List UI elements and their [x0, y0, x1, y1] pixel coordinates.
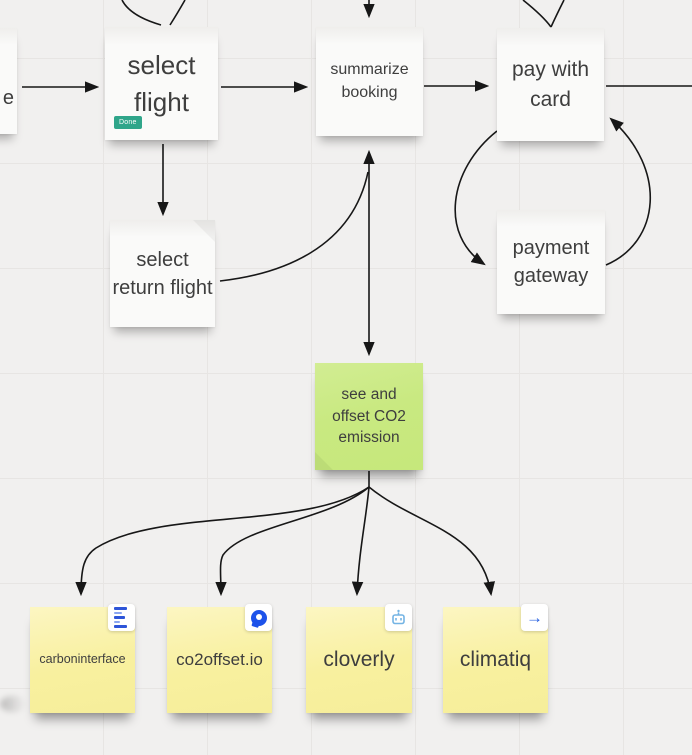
- connector-top-into-select-flight-left[interactable]: [121, 0, 162, 26]
- connector-offset-to-climatiq[interactable]: [368, 486, 495, 597]
- card-select-flight-label: select flight: [127, 50, 196, 117]
- sticky-note-offset-co2[interactable]: see and offset CO2 emission: [315, 363, 423, 470]
- sticky-note-offset-co2-label: see and offset CO2 emission: [332, 385, 406, 447]
- sticky-note-cloverly-label: cloverly: [323, 648, 395, 672]
- connector-top-into-pay-left[interactable]: [522, 0, 552, 28]
- sticky-note-climatiq-label: climatiq: [459, 648, 532, 672]
- bar-list-icon: [114, 607, 129, 628]
- connector-top-into-pay-right[interactable]: [550, 0, 565, 28]
- card-select-return-flight-label: select return flight: [112, 248, 213, 299]
- connector-offset-to-carboninterface[interactable]: [75, 486, 370, 597]
- co2offset-badge[interactable]: [245, 604, 272, 631]
- connector-gateway-to-pay[interactable]: [605, 117, 652, 266]
- card-payment-gateway[interactable]: payment gateway: [497, 210, 605, 314]
- card-summarize-booking[interactable]: summarize booking: [316, 27, 423, 136]
- cloverly-badge[interactable]: [385, 604, 412, 631]
- connector-offset-to-cloverly[interactable]: [351, 486, 370, 597]
- connector-return-flight-to-summarize[interactable]: [219, 171, 369, 282]
- done-status-tag[interactable]: Done: [114, 116, 142, 129]
- card-summarize-booking-label: summarize booking: [330, 61, 409, 101]
- connector-pay-to-gateway[interactable]: [454, 130, 498, 266]
- card-pay-with-card[interactable]: pay with card: [497, 28, 604, 141]
- card-pay-with-card-label: pay with card: [511, 58, 590, 111]
- sticky-note-cloverly[interactable]: cloverly: [306, 604, 412, 713]
- sticky-note-carboninterface-label: carboninterface: [39, 652, 126, 667]
- card-select-flight[interactable]: select flight Done: [105, 27, 218, 140]
- card-select-return-flight[interactable]: select return flight: [110, 220, 215, 327]
- connector-offset-to-co2offset[interactable]: [215, 486, 370, 597]
- card-partial-left[interactable]: e: [0, 28, 17, 134]
- card-payment-gateway-label: payment gateway: [512, 237, 590, 287]
- robot-icon: [392, 609, 405, 625]
- card-partial-left-label: e: [2, 87, 14, 109]
- q-logo-icon: [250, 609, 267, 626]
- arrow-right-icon: →: [526, 608, 543, 627]
- offscreen-sticky-shadow: [0, 696, 26, 712]
- connector-top-into-select-flight-right[interactable]: [169, 0, 186, 26]
- sticky-note-co2offset-label: co2offset.io: [176, 650, 263, 670]
- sticky-note-carboninterface[interactable]: carboninterface: [30, 604, 135, 713]
- carboninterface-badge[interactable]: [108, 604, 135, 631]
- climatiq-badge[interactable]: →: [521, 604, 548, 631]
- sticky-note-climatiq[interactable]: climatiq →: [443, 604, 548, 713]
- sticky-note-co2offset[interactable]: co2offset.io: [167, 604, 272, 713]
